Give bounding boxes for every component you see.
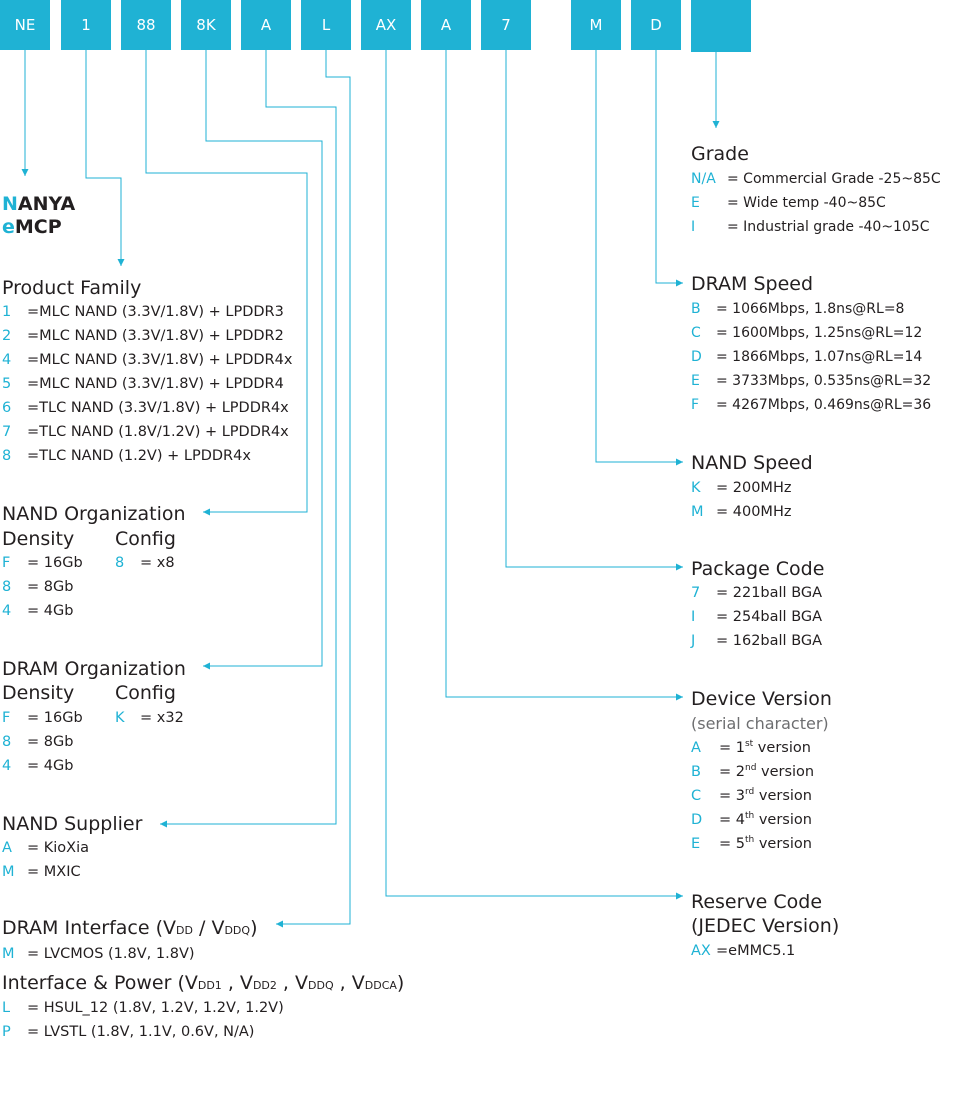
code-box-reserve-code: AX xyxy=(361,0,411,50)
dram-speed-title: DRAM Speed xyxy=(691,273,814,295)
list-item: F= 16Gb xyxy=(2,555,83,571)
list-item: 4= 4Gb xyxy=(2,603,74,619)
connector-device-version xyxy=(445,50,683,701)
list-item: B= 1066Mbps, 1.8ns@RL=8 xyxy=(691,301,905,317)
code-box-package-code: 7 xyxy=(481,0,531,50)
nand-speed-title: NAND Speed xyxy=(691,452,813,474)
list-item: I= 254ball BGA xyxy=(691,609,823,625)
list-item: C= 1600Mbps, 1.25ns@RL=12 xyxy=(691,325,923,341)
list-item: M= 400MHz xyxy=(691,504,792,520)
list-item: 4= 4Gb xyxy=(2,758,74,774)
code-box-nand-org: 88 xyxy=(121,0,171,50)
package-code-title: Package Code xyxy=(691,558,825,580)
dram-org-density-label: Density xyxy=(2,682,75,704)
list-item: A= 1st version xyxy=(691,739,811,756)
dram-org-title: DRAM Organization xyxy=(2,658,186,680)
connector-dram-speed xyxy=(655,50,683,287)
list-item: 5=MLC NAND (3.3V/1.8V) + LPDDR4 xyxy=(2,376,284,392)
list-item: K= 200MHz xyxy=(691,480,792,496)
list-item: C= 3rd version xyxy=(691,787,812,804)
connector-reserve-code xyxy=(385,50,683,900)
code-box-nand-supplier: A xyxy=(241,0,291,50)
code-box-device-version: A xyxy=(421,0,471,50)
code-box-dram-speed: D xyxy=(631,0,681,50)
list-item: I= Industrial grade -40~105C xyxy=(691,219,930,235)
connector-product-family xyxy=(85,50,125,266)
list-item: 7= 221ball BGA xyxy=(691,585,823,601)
product-family-title: Product Family xyxy=(2,277,142,299)
brand-nanya: NANYA xyxy=(2,193,76,215)
nand-org-title: NAND Organization xyxy=(2,503,186,525)
list-item: 8=TLC NAND (1.2V) + LPDDR4x xyxy=(2,448,251,464)
list-item: AX=eMMC5.1 xyxy=(691,943,796,959)
code-box-product-family: 1 xyxy=(61,0,111,50)
list-item: M= MXIC xyxy=(2,864,81,880)
code-box-dram-interface: L xyxy=(301,0,351,50)
list-item: B= 2nd version xyxy=(691,763,815,780)
device-version-title: Device Version xyxy=(691,688,832,710)
list-item: L= HSUL_12 (1.8V, 1.2V, 1.2V, 1.2V) xyxy=(2,1000,284,1016)
list-item: 8= 8Gb xyxy=(2,579,74,595)
code-box-nand-speed: M xyxy=(571,0,621,50)
list-item: M= LVCMOS (1.8V, 1.8V) xyxy=(2,946,195,962)
reserve-code-title: Reserve Code xyxy=(691,891,823,913)
list-item: E= 3733Mbps, 0.535ns@RL=32 xyxy=(691,373,932,389)
list-item: A= KioXia xyxy=(2,840,90,856)
list-item: 4=MLC NAND (3.3V/1.8V) + LPDDR4x xyxy=(2,352,293,368)
list-item: 1=MLC NAND (3.3V/1.8V) + LPDDR3 xyxy=(2,304,284,320)
list-item: 2=MLC NAND (3.3V/1.8V) + LPDDR2 xyxy=(2,328,284,344)
list-item: F= 4267Mbps, 0.469ns@RL=36 xyxy=(691,397,932,413)
connector-nand-speed xyxy=(595,50,683,466)
reserve-code-subtitle: (JEDEC Version) xyxy=(691,915,840,937)
nand-org-config-label: Config xyxy=(115,528,176,550)
list-item: D= 4th version xyxy=(691,811,812,828)
nand-supplier-title: NAND Supplier xyxy=(2,813,143,835)
grade-title: Grade xyxy=(691,143,749,165)
interface-power-title: Interface & Power (VDD1 , VDD2 , VDDQ , … xyxy=(2,972,405,994)
device-version-subtitle: (serial character) xyxy=(691,714,829,733)
connector-package-code xyxy=(505,50,683,571)
connector-nand-org xyxy=(145,50,308,516)
code-box-grade xyxy=(691,0,751,52)
list-item: K= x32 xyxy=(115,710,184,726)
list-item: P= LVSTL (1.8V, 1.1V, 0.6V, N/A) xyxy=(2,1024,255,1040)
dram-interface-title: DRAM Interface (VDD / VDDQ) xyxy=(2,917,258,939)
list-item: J= 162ball BGA xyxy=(691,633,823,649)
list-item: E= 5th version xyxy=(691,835,812,852)
list-item: F= 16Gb xyxy=(2,710,83,726)
list-item: 6=TLC NAND (3.3V/1.8V) + LPDDR4x xyxy=(2,400,289,416)
list-item: 8= x8 xyxy=(115,555,175,571)
dram-org-config-label: Config xyxy=(115,682,176,704)
list-item: N/A= Commercial Grade -25~85C xyxy=(691,171,941,187)
connector-dram-org xyxy=(203,50,323,670)
brand-emcp: eMCP xyxy=(2,216,62,238)
connector-dram-interface xyxy=(276,50,351,928)
list-item: D= 1866Mbps, 1.07ns@RL=14 xyxy=(691,349,923,365)
list-item: E= Wide temp -40~85C xyxy=(691,195,886,211)
nand-org-density-label: Density xyxy=(2,528,75,550)
list-item: 8= 8Gb xyxy=(2,734,74,750)
connector-nand-supplier xyxy=(160,50,337,828)
code-box-dram-org: 8K xyxy=(181,0,231,50)
list-item: 7=TLC NAND (1.8V/1.2V) + LPDDR4x xyxy=(2,424,289,440)
code-box-company: NE xyxy=(0,0,50,50)
